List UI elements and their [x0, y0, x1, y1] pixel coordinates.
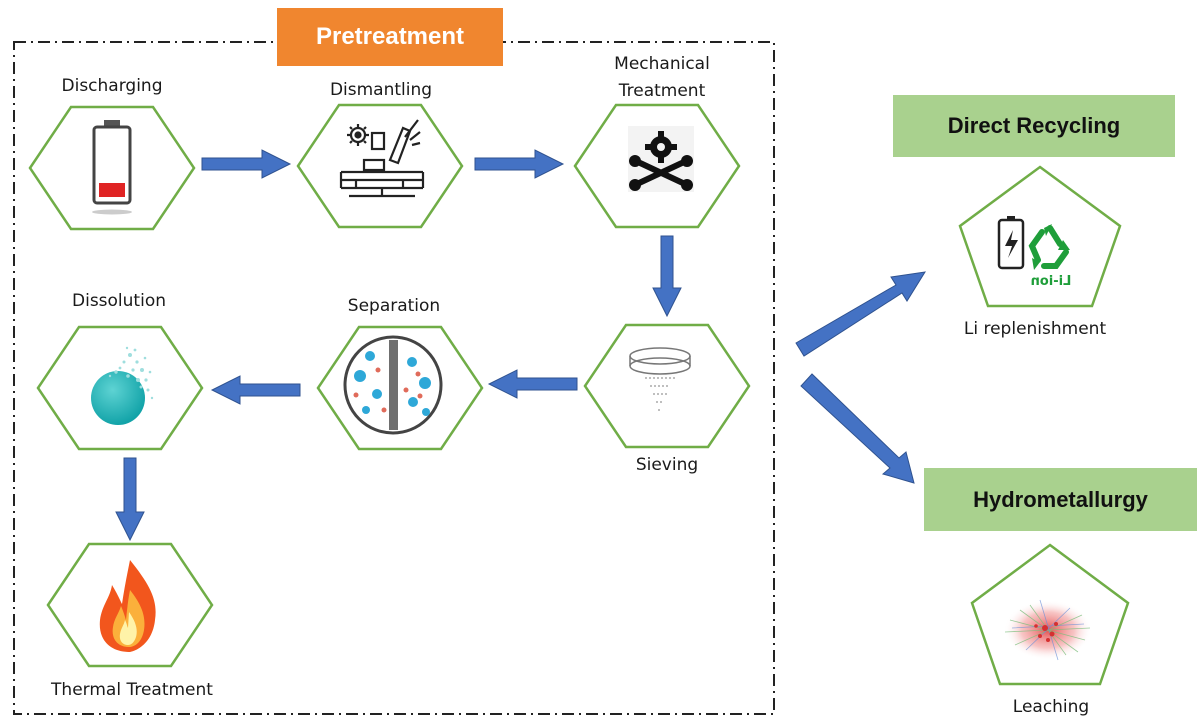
- dissolving-droplet-icon: [91, 346, 154, 425]
- dismantling-machine-icon: [339, 119, 425, 198]
- li-replenishment-label: Li replenishment: [963, 319, 1107, 339]
- arrow-dissolution-to-thermal: [115, 457, 145, 542]
- leaching-label: Leaching: [1012, 697, 1090, 717]
- dismantling-hexagon: [296, 103, 464, 229]
- thermal-treatment-label: Thermal Treatment: [51, 680, 213, 700]
- dismantling-label: Dismantling: [329, 80, 433, 100]
- separation-label: Separation: [347, 296, 441, 316]
- low-battery-icon: [92, 120, 132, 215]
- direct-recycling-title: Direct Recycling: [893, 95, 1175, 157]
- arrow-mechanical-to-sieving: [652, 235, 682, 318]
- arrow-dismantling-to-mechanical: [474, 149, 565, 179]
- mechanical-label-line2: Treatment: [618, 81, 706, 101]
- sieve-icon: [629, 347, 691, 411]
- li-ion-mirrored-text: Li-ion: [1031, 274, 1072, 289]
- pretreatment-frame: [13, 41, 775, 715]
- arrow-separation-to-dissolution: [210, 375, 301, 405]
- mechanical-label-line1: Mechanical: [614, 54, 710, 74]
- battery-recycle-icon: [997, 216, 1070, 270]
- fire-icon: [99, 560, 156, 652]
- gear-wrench-icon: [628, 126, 694, 192]
- membrane-separation-icon: [343, 335, 443, 435]
- sieving-label: Sieving: [635, 455, 699, 475]
- arrow-to-direct-recycling: [795, 271, 926, 357]
- arrow-discharging-to-dismantling: [201, 149, 292, 179]
- hydrometallurgy-title: Hydrometallurgy: [924, 468, 1197, 531]
- dissolution-label: Dissolution: [72, 291, 166, 311]
- discharging-label: Discharging: [61, 76, 163, 96]
- leaching-cloud-icon: [1004, 599, 1092, 661]
- arrow-sieving-to-separation: [487, 369, 578, 399]
- pretreatment-title: Pretreatment: [277, 8, 503, 66]
- arrow-to-hydrometallurgy: [800, 373, 915, 484]
